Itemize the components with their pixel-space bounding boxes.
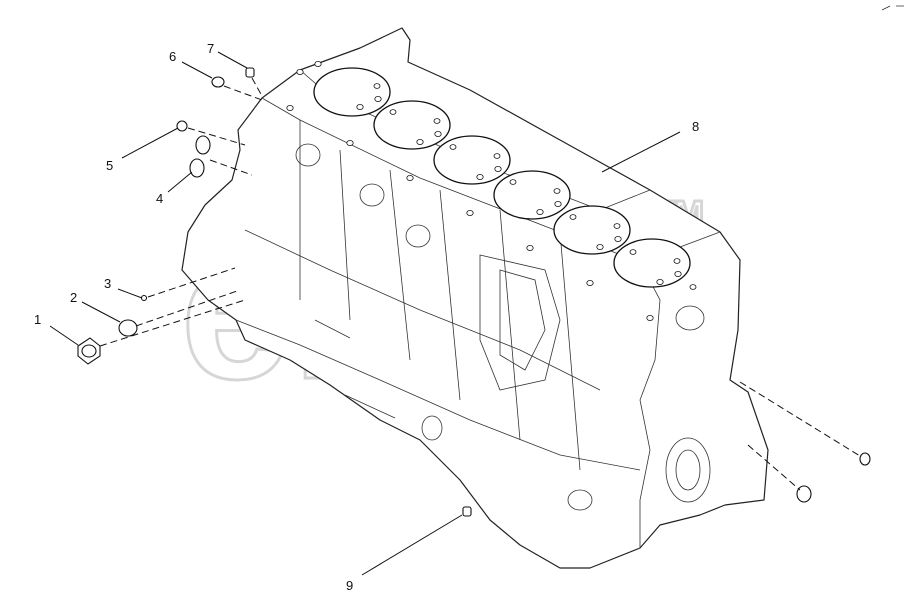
head-bolt-holes (286, 61, 697, 321)
bolt-hole (346, 139, 354, 146)
callout-labels: 1 2 3 4 5 6 7 8 9 (34, 41, 699, 593)
bolt-hole (646, 314, 654, 321)
callout-9: 9 (346, 578, 353, 593)
bolt-hole (494, 165, 502, 172)
bolt-hole (286, 105, 294, 112)
assembly-lines (99, 77, 861, 491)
bore-4 (493, 170, 571, 220)
bore-3 (433, 135, 511, 185)
bolt-hole (374, 96, 382, 103)
bolt-hole (554, 200, 562, 207)
bolt-hole (586, 279, 594, 286)
bolt-hole (493, 153, 501, 159)
callout-5: 5 (106, 158, 113, 173)
bolt-hole (536, 208, 544, 215)
bolt-hole (476, 173, 484, 180)
bolt-hole (674, 270, 682, 277)
bolt-hole (656, 278, 664, 285)
bolt-hole (406, 174, 414, 181)
bolt-hole (553, 188, 561, 194)
callout-2: 2 (70, 290, 77, 305)
bolt-hole (433, 118, 441, 124)
callout-4: 4 (156, 191, 163, 206)
bolt-hole (416, 138, 424, 145)
bolt-hole (526, 244, 534, 251)
bore-2 (373, 100, 451, 150)
bolt-hole (614, 235, 622, 242)
bolt-hole (629, 249, 637, 255)
callout-leaders (49, 51, 681, 576)
part-1-plug (77, 337, 101, 365)
callout-7: 7 (207, 41, 214, 56)
right-plug-upper (859, 452, 871, 466)
bolt-hole (314, 61, 322, 68)
callout-6: 6 (169, 49, 176, 64)
bolt-hole (569, 214, 577, 220)
bolt-hole (673, 258, 681, 264)
part-9-dowel (462, 506, 472, 517)
right-plug-lower (796, 485, 812, 503)
bore-1 (313, 67, 391, 117)
bolt-hole (356, 104, 364, 111)
part-6-plug (211, 76, 225, 88)
bolt-hole (434, 130, 442, 137)
bolt-hole (466, 209, 474, 216)
bolt-hole (596, 243, 604, 250)
bolt-hole (689, 284, 697, 290)
part-2-sealing-washer (118, 319, 138, 337)
callout-3: 3 (104, 276, 111, 291)
part-4-core-plug (189, 135, 211, 178)
part-7-dowel-pin (245, 67, 255, 78)
bolt-hole (296, 69, 304, 76)
bolt-hole (389, 109, 397, 115)
part-5-plug (176, 120, 188, 132)
bolt-hole (449, 144, 457, 150)
callout-1: 1 (34, 312, 41, 327)
bolt-hole (509, 179, 517, 185)
bore-5 (553, 205, 631, 255)
bolt-hole (613, 223, 621, 229)
corner-mark (881, 5, 904, 11)
bolt-hole (373, 83, 381, 89)
callout-8: 8 (692, 119, 699, 134)
part-3-pin (140, 294, 148, 302)
cylinder-block (181, 27, 769, 569)
